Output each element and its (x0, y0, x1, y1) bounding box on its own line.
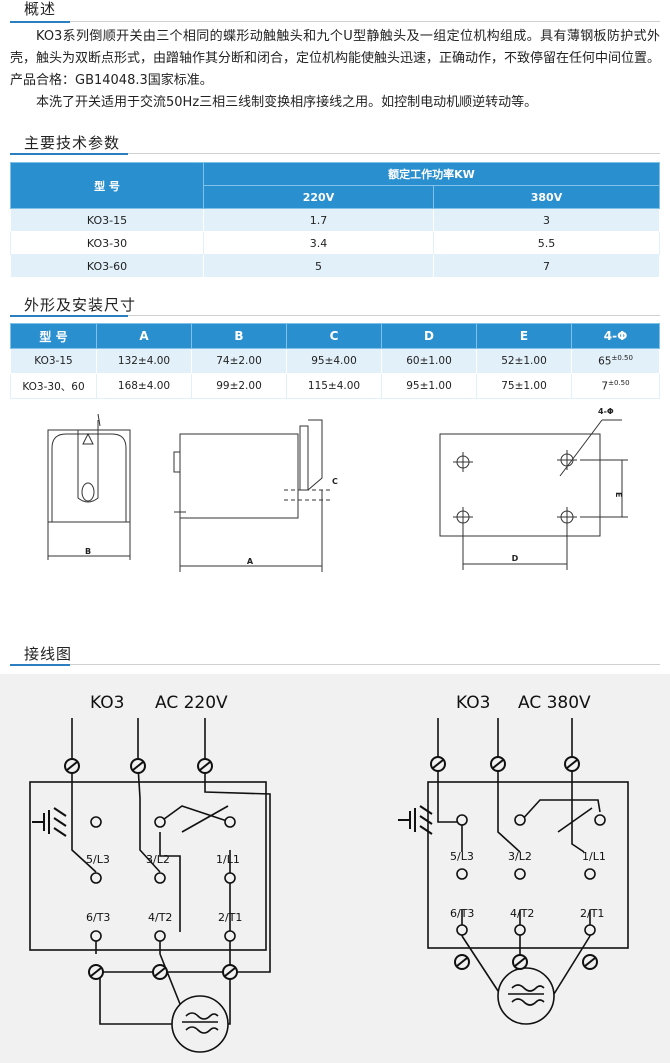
overview-paragraph-2: 本洗了开关适用于交流50Hz三相三线制变换相序接线之用。如控制电动机顺逆转动等。 (36, 95, 538, 110)
voltage-220-header: 220V (203, 185, 434, 209)
params-heading: 主要技术参数 (0, 132, 670, 155)
d-cell: 95±1.00 (381, 373, 477, 399)
model-cell: KO3-60 (10, 254, 204, 278)
params-table: 型 号 额定工作功率KW 220V 380V KO3-15 1.7 3 KO3-… (10, 162, 660, 278)
model-cell: KO3-30 (10, 231, 204, 255)
label-d: D (512, 554, 519, 563)
divider (10, 315, 660, 316)
heading-accent (10, 153, 128, 155)
model-header: 型 号 (10, 323, 97, 349)
params-title: 主要技术参数 (24, 134, 121, 152)
terminal-5-l3: 5/L3 (450, 850, 474, 863)
c-cell: 95±4.00 (286, 348, 382, 374)
heading-accent (10, 21, 70, 23)
label-e: E (614, 492, 623, 497)
wiring-heading: 接线图 (0, 643, 670, 666)
table-row: KO3-60 5 7 (10, 254, 660, 278)
phi-header: 4-Φ (571, 323, 660, 349)
b-cell: 99±2.00 (191, 373, 287, 399)
terminal-2-t1: 2/T1 (580, 907, 604, 920)
terminal-3-l2: 3/L2 (146, 853, 170, 866)
d-cell: 60±1.00 (381, 348, 477, 374)
voltage-label: AC 380V (518, 693, 591, 713)
d-header: D (381, 323, 477, 349)
model-cell: KO3-30、60 (10, 373, 97, 399)
overview-paragraph-1: KO3系列倒顺开关由三个相同的蝶形动触触头和九个U型静触头及一组定位机构组成。具… (10, 29, 661, 88)
phi-value: 65 (598, 355, 612, 368)
model-header: 型 号 (10, 162, 204, 209)
a-cell: 168±4.00 (96, 373, 192, 399)
wiring-diagram-220v: KO3 AC 220V 5/L3 3/L2 1/L1 6/T3 4/T2 2/T… (29, 693, 271, 1053)
terminal-1-l1: 1/L1 (582, 850, 606, 863)
table-row: KO3-30 3.4 5.5 (10, 231, 660, 255)
divider (10, 664, 660, 665)
b-header: B (191, 323, 287, 349)
e-header: E (476, 323, 572, 349)
power-380-cell: 7 (433, 254, 660, 278)
c-cell: 115±4.00 (286, 373, 382, 399)
dims-title: 外形及安装尺寸 (24, 296, 137, 314)
mounting-view-drawing (439, 419, 628, 570)
terminal-2-t1: 2/T1 (218, 911, 242, 924)
divider (10, 21, 660, 22)
power-220-cell: 3.4 (203, 231, 434, 255)
power-220-cell: 5 (203, 254, 434, 278)
dims-heading: 外形及安装尺寸 (0, 294, 670, 317)
terminal-6-t3: 6/T3 (86, 911, 110, 924)
dims-table: 型 号 A B C D E 4-Φ KO3-15 132±4.00 74±2.0… (10, 323, 660, 399)
c-header: C (286, 323, 382, 349)
phi-cell: 65±0.50 (571, 348, 660, 374)
model-label: KO3 (90, 693, 124, 713)
terminal-4-t2: 4/T2 (510, 907, 534, 920)
label-c: C (332, 477, 338, 486)
overview-text: KO3系列倒顺开关由三个相同的蝶形动触触头和九个U型静触头及一组定位机构组成。具… (10, 26, 660, 114)
wiring-title: 接线图 (24, 645, 73, 663)
terminal-3-l2: 3/L2 (508, 850, 532, 863)
label-a: A (247, 557, 254, 566)
a-cell: 132±4.00 (96, 348, 192, 374)
model-cell: KO3-15 (10, 208, 204, 232)
label-holes: 4-Φ (598, 407, 614, 416)
wiring-diagram-380v: KO3 AC 380V 5/L3 3/L2 1/L1 6/T3 4/T2 2/T… (397, 693, 629, 1025)
terminal-5-l3: 5/L3 (86, 853, 110, 866)
power-220-cell: 1.7 (203, 208, 434, 232)
terminal-6-t3: 6/T3 (450, 907, 474, 920)
phi-cell: 7±0.50 (571, 373, 660, 399)
table-row: KO3-15 132±4.00 74±2.00 95±4.00 60±1.00 … (10, 348, 660, 374)
phi-tolerance: ±0.50 (608, 379, 630, 388)
table-row: KO3-15 1.7 3 (10, 208, 660, 232)
label-b: B (85, 547, 91, 556)
power-380-cell: 3 (433, 208, 660, 232)
dimension-drawings: B A C D E 4-Φ (47, 407, 628, 572)
phi-value: 7 (601, 380, 609, 393)
side-view-drawing (173, 419, 330, 572)
power-380-cell: 5.5 (433, 231, 660, 255)
model-cell: KO3-15 (10, 348, 97, 374)
e-cell: 52±1.00 (476, 348, 572, 374)
terminal-1-l1: 1/L1 (216, 853, 240, 866)
heading-accent (10, 315, 128, 317)
e-cell: 75±1.00 (476, 373, 572, 399)
phi-tolerance: ±0.50 (611, 354, 633, 363)
overview-heading: 概述 (0, 0, 670, 23)
heading-accent (10, 664, 70, 666)
table-row: KO3-30、60 168±4.00 99±2.00 115±4.00 95±1… (10, 373, 660, 399)
power-header: 额定工作功率KW (203, 162, 660, 186)
b-cell: 74±2.00 (191, 348, 287, 374)
overview-title: 概述 (24, 0, 57, 18)
voltage-380-header: 380V (433, 185, 660, 209)
model-label: KO3 (456, 693, 490, 713)
voltage-label: AC 220V (155, 693, 228, 713)
wiring-diagrams: KO3 AC 220V 5/L3 3/L2 1/L1 6/T3 4/T2 2/T… (29, 693, 629, 1053)
wiring-panel (0, 674, 670, 1063)
terminal-4-t2: 4/T2 (148, 911, 172, 924)
divider (10, 153, 660, 154)
front-view-drawing (47, 413, 131, 560)
a-header: A (96, 323, 192, 349)
